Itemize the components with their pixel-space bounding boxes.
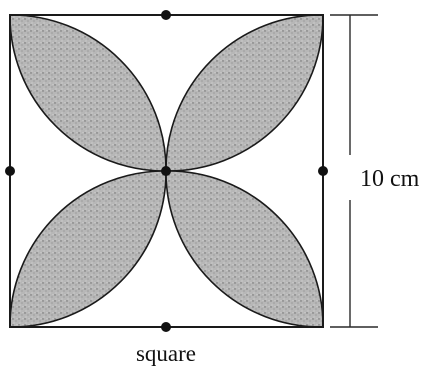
midpoint-left-dot xyxy=(5,166,15,176)
petal-top-right xyxy=(165,14,324,172)
figure-caption: square xyxy=(136,341,196,366)
midpoint-bottom-dot xyxy=(161,322,171,332)
side-length-label: 10 cm xyxy=(360,166,420,192)
petal-top-left xyxy=(9,14,167,172)
midpoint-top-dot xyxy=(161,10,171,20)
midpoint-right-dot xyxy=(318,166,328,176)
petal-bottom-right xyxy=(165,170,324,328)
petal-bottom-left xyxy=(9,170,167,328)
center-dot xyxy=(161,166,171,176)
